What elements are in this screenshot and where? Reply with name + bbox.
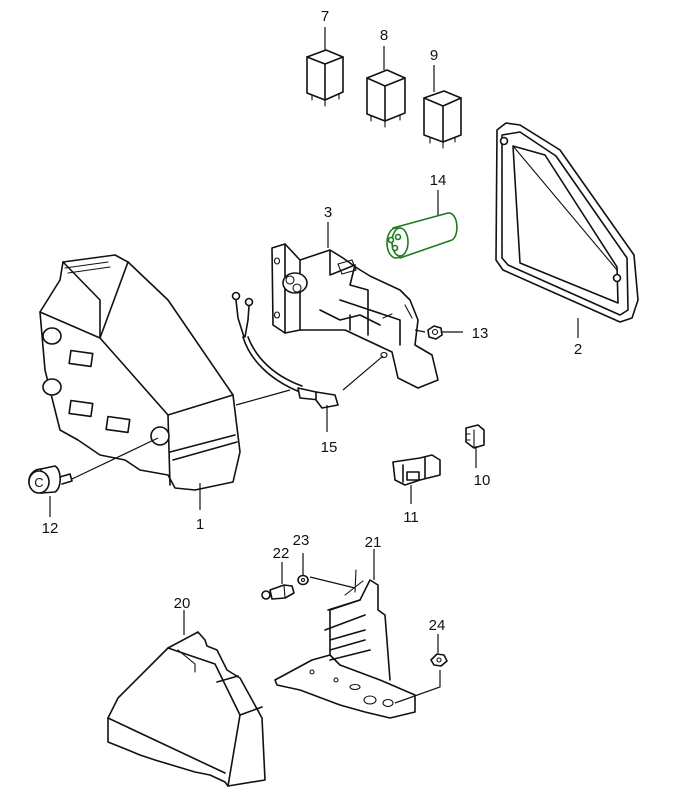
knurled-screw[interactable]: C xyxy=(28,465,73,494)
callout-15: 15 xyxy=(321,439,338,456)
cover-20[interactable] xyxy=(107,631,266,787)
fuse-box-cover[interactable] xyxy=(39,254,241,491)
callout-9: 9 xyxy=(430,47,438,64)
fuse-clip[interactable] xyxy=(392,454,441,486)
nut-24[interactable] xyxy=(430,653,448,667)
washer[interactable] xyxy=(297,574,309,586)
callout-23: 23 xyxy=(293,532,310,549)
bolt[interactable] xyxy=(261,584,295,600)
wiring-harness[interactable] xyxy=(231,291,339,409)
relay-9[interactable] xyxy=(423,90,462,149)
relay-8[interactable] xyxy=(366,69,406,128)
relay-carrier-bracket[interactable] xyxy=(271,243,439,389)
seal-frame[interactable] xyxy=(495,122,639,323)
callout-2: 2 xyxy=(574,341,582,358)
svg-text:C: C xyxy=(34,475,43,490)
fuse[interactable] xyxy=(465,424,485,449)
callout-8: 8 xyxy=(380,27,388,44)
leader-lines xyxy=(49,27,579,653)
callout-10: 10 xyxy=(474,472,491,489)
assembly-lines xyxy=(71,329,441,704)
callout-22: 22 xyxy=(273,545,290,562)
callout-7: 7 xyxy=(321,8,329,25)
callout-12: 12 xyxy=(42,520,59,537)
relay-7[interactable] xyxy=(306,49,344,107)
callout-24: 24 xyxy=(429,617,446,634)
callout-3: 3 xyxy=(324,204,332,221)
terminal-plate[interactable] xyxy=(274,569,416,719)
capacitor[interactable] xyxy=(386,212,458,259)
callout-21: 21 xyxy=(365,534,382,551)
nut-13[interactable] xyxy=(427,325,443,340)
callout-20: 20 xyxy=(174,595,191,612)
callout-14: 14 xyxy=(430,172,447,189)
callout-13: 13 xyxy=(472,325,489,342)
callout-1: 1 xyxy=(196,516,204,533)
callout-11: 11 xyxy=(403,509,419,526)
